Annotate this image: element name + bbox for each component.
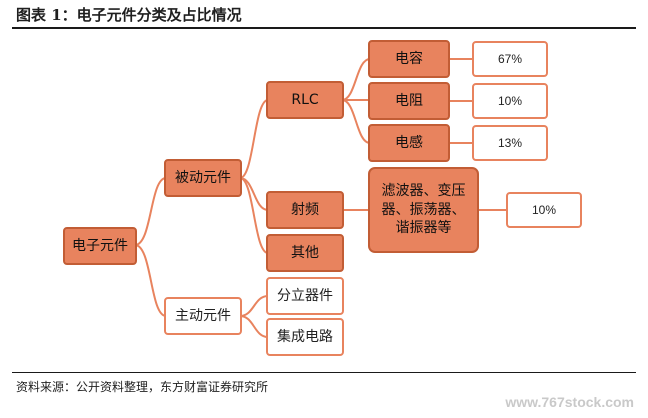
watermark: www.767stock.com [505, 394, 634, 410]
share-resistor: 10% [472, 83, 548, 119]
node-electronic-components: 电子元件 [63, 227, 137, 265]
link-rlc-inductor [341, 99, 371, 144]
node-capacitor: 电容 [368, 40, 450, 78]
link-passive-other [239, 177, 269, 254]
link-active-discrete [239, 295, 269, 317]
share-capacitor: 67% [472, 41, 548, 77]
node-rf-devices: 滤波器、变压器、振荡器、谐振器等 [368, 167, 479, 253]
link-active-ic [239, 315, 269, 338]
node-passive-components: 被动元件 [164, 159, 242, 197]
link-passive-rlc [239, 99, 269, 179]
share-inductor: 13% [472, 125, 548, 161]
node-discrete-devices: 分立器件 [266, 277, 344, 315]
node-rf: 射频 [266, 191, 344, 229]
top-rule [12, 27, 636, 29]
figure-title: 图表 1：电子元件分类及占比情况 [16, 6, 242, 24]
node-rlc: RLC [266, 81, 344, 119]
link-root-active [134, 244, 167, 317]
node-resistor: 电阻 [368, 82, 450, 120]
source-note: 资料来源：公开资料整理，东方财富证券研究所 [16, 380, 269, 394]
node-inductor: 电感 [368, 124, 450, 162]
node-integrated-circuits: 集成电路 [266, 318, 344, 356]
node-other: 其他 [266, 234, 344, 272]
link-rlc-capacitor [341, 58, 371, 101]
link-passive-rf [239, 177, 269, 211]
bottom-rule [12, 372, 636, 373]
link-root-passive [134, 177, 167, 246]
node-active-components: 主动元件 [164, 297, 242, 335]
share-rf: 10% [506, 192, 582, 228]
